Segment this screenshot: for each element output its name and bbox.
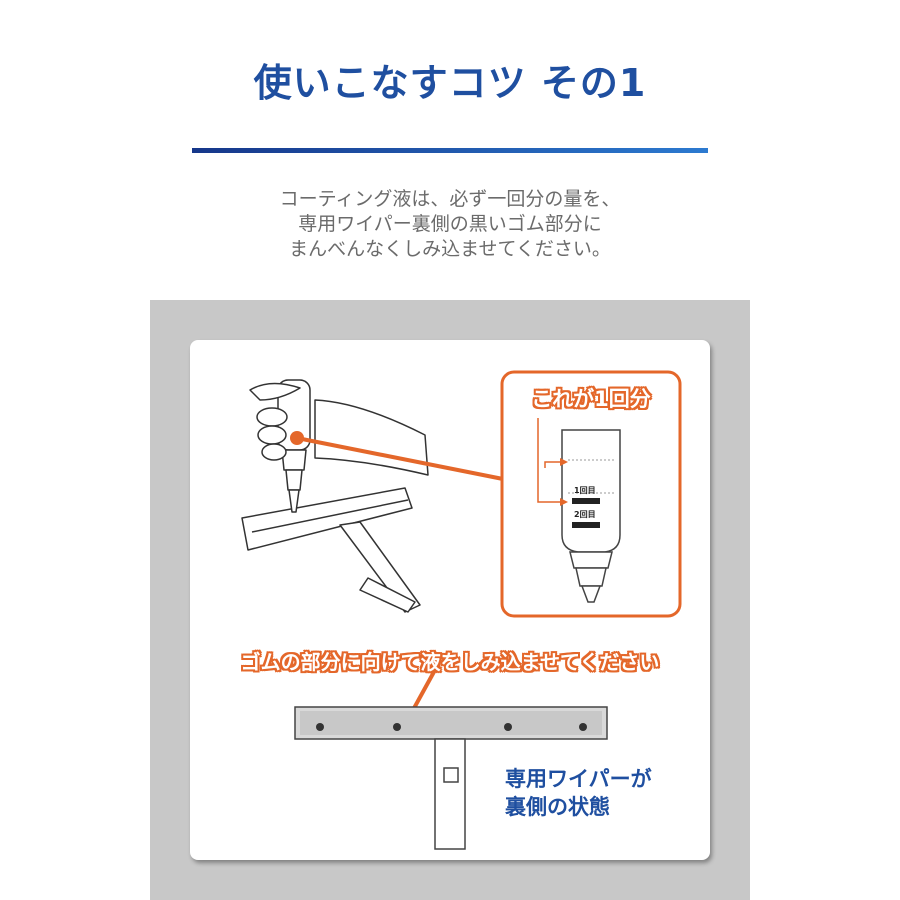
arm <box>314 399 429 476</box>
instruction-line-1: コーティング液は、必ず一回分の量を、 <box>279 188 621 210</box>
callout-connector <box>296 436 509 482</box>
level-bar-1 <box>572 498 600 504</box>
hand-holding-bottle-illustration <box>241 379 429 613</box>
illustration-artwork <box>241 370 682 850</box>
first-dose-mark: 1回目 <box>574 486 596 495</box>
wiper-handle <box>434 738 466 850</box>
page-title: 使いこなすコツ その1 <box>253 61 647 105</box>
instruction-line-3: まんべんなくしみ込ませてください。 <box>289 238 611 260</box>
bottle-callout-label: これが1回分 <box>531 387 651 411</box>
wiper-caption-line-2: 裏側の状態 <box>505 795 610 819</box>
wiper-back-illustration <box>294 706 608 850</box>
instruction-text: コーティング液は、必ず一回分の量を、 専用ワイパー裏側の黒いゴム部分に まんべん… <box>0 187 900 262</box>
wiper-screws <box>316 723 587 731</box>
level-bar-2 <box>572 522 600 528</box>
wiper-caption-line-1: 専用ワイパーが <box>505 767 652 791</box>
dose-bracket <box>537 418 560 503</box>
finger <box>256 407 288 427</box>
rubber-callout-label: ゴムの部分に向けて液をしみ込ませてください <box>240 650 660 674</box>
squeegee-head <box>241 487 413 551</box>
second-dose-mark: 2回目 <box>574 510 596 519</box>
instruction-line-2: 専用ワイパー裏側の黒いゴム部分に <box>298 213 602 235</box>
squeegee-handle <box>339 521 421 613</box>
title-underline <box>192 148 708 153</box>
wiper-caption: 専用ワイパーが 裏側の状態 <box>505 765 652 821</box>
